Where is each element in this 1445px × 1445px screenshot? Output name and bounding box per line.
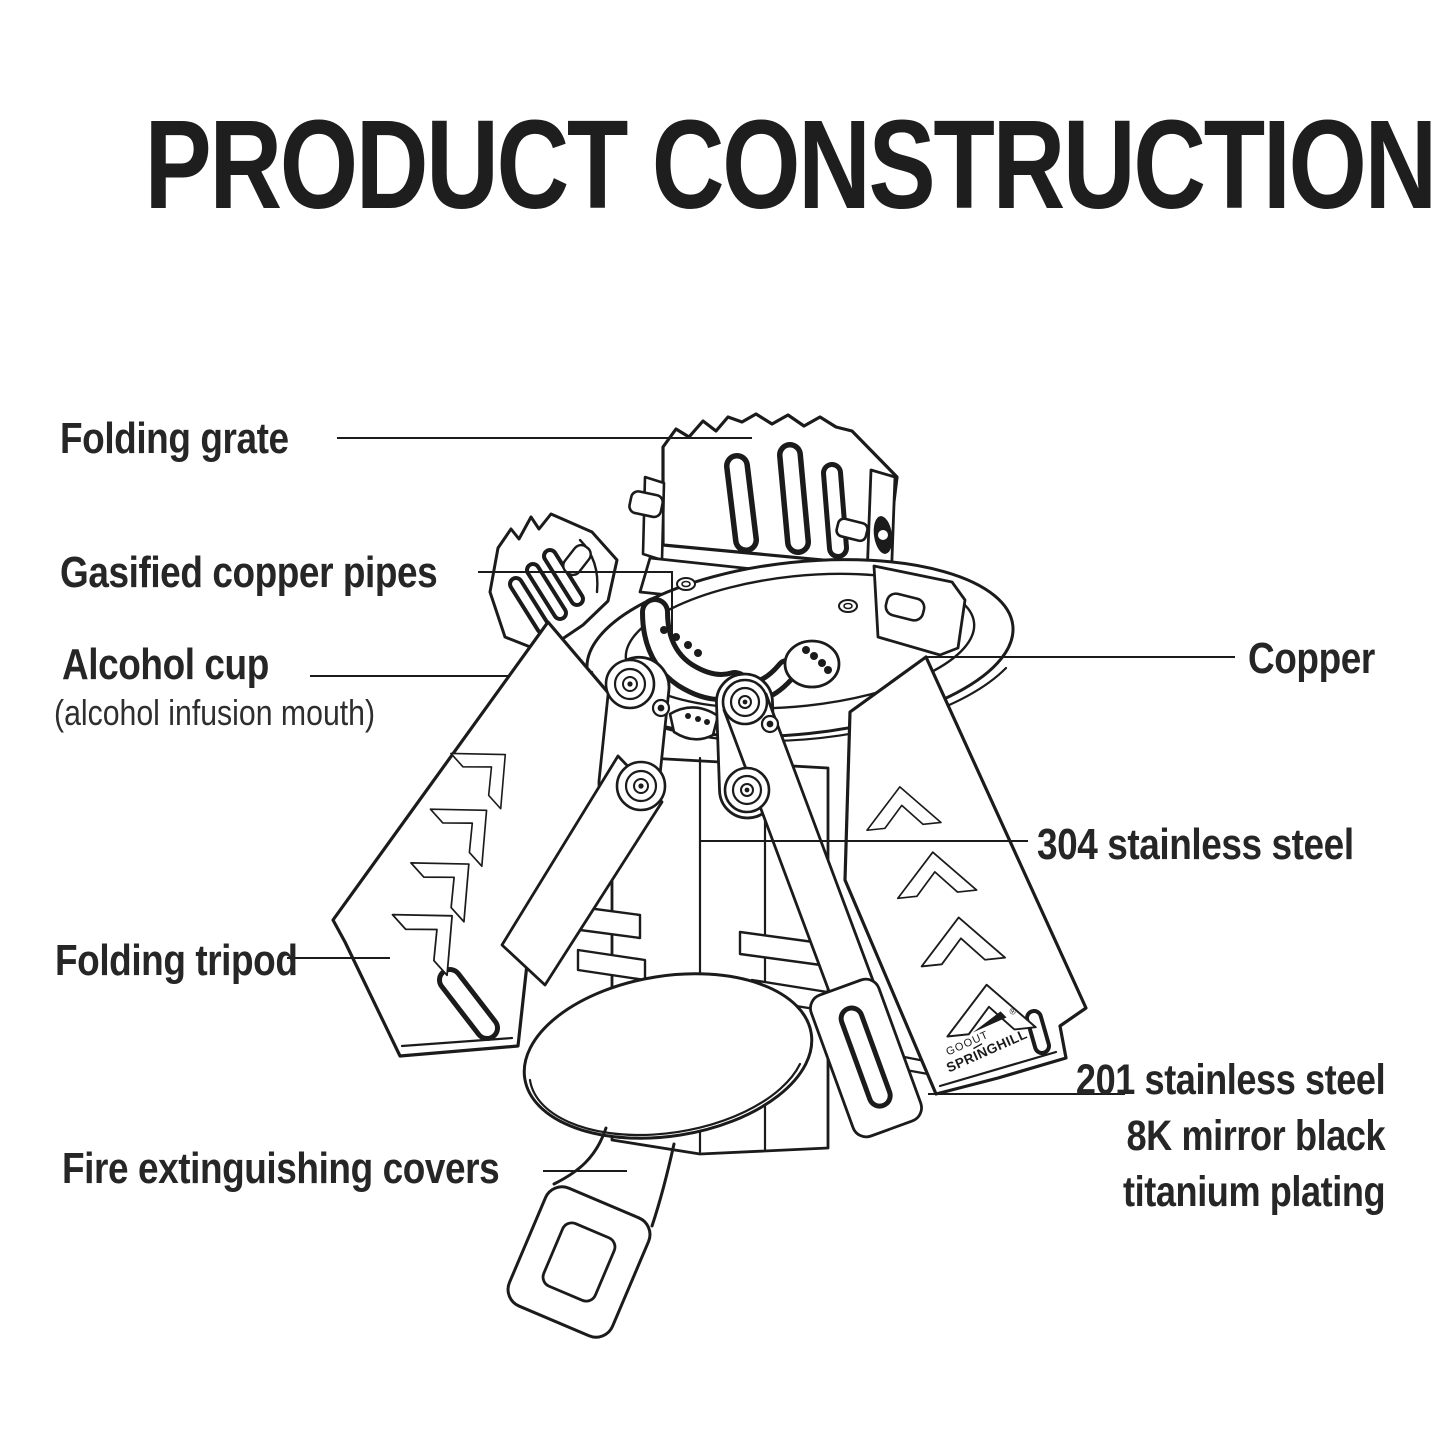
label-fire-extinguishing-covers: Fire extinguishing covers: [62, 1144, 500, 1193]
label-copper: Copper: [1248, 634, 1375, 683]
folding-grate-drawing: [628, 412, 899, 614]
label-folding-tripod: Folding tripod: [55, 936, 298, 985]
label-folding-grate: Folding grate: [60, 414, 289, 463]
page-title: PRODUCT CONSTRUCTION: [144, 94, 1438, 235]
label-201-line1: 201 stainless steel: [1075, 1056, 1386, 1104]
label-304-stainless-steel: 304 stainless steel: [1037, 820, 1354, 869]
label-gasified-copper-pipes: Gasified copper pipes: [60, 548, 438, 597]
leader-lines: [287, 437, 1235, 1172]
hinges-and-arms-drawing: [500, 655, 923, 1139]
label-201-line2: 8K mirror black: [1126, 1112, 1385, 1160]
label-201-line3: titanium plating: [1122, 1168, 1386, 1216]
logo-registered-mark: ®: [1008, 1005, 1018, 1017]
hinge-bolts: [604, 658, 780, 814]
label-201-stainless-steel-block: 201 stainless steel 8K mirror black tita…: [1075, 1052, 1386, 1220]
label-alcohol-infusion-mouth: (alcohol infusion mouth): [54, 692, 376, 733]
flame-holes: [660, 626, 832, 725]
folded-grate-left-drawing: [488, 512, 619, 654]
label-alcohol-cup: Alcohol cup: [62, 640, 269, 689]
fire-cover-drawing: [506, 972, 814, 1339]
leader-gasified-pipes: [478, 571, 673, 640]
right-tripod-leg-drawing: GOOUT SPRINGHILL ®: [843, 655, 1088, 1096]
